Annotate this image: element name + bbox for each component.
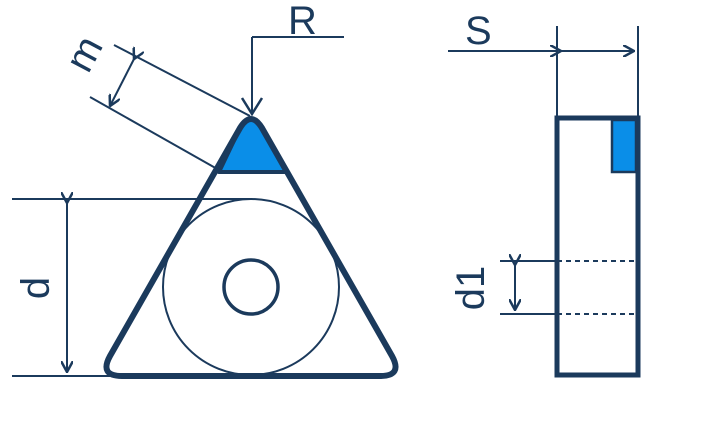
m-dimension-line [110,59,134,106]
m-label: m [57,29,111,79]
s-label: S [465,9,492,53]
side-cutting-edge [610,118,638,174]
m-extension-line-top [113,44,251,117]
triangle-insert-outline [103,116,399,379]
side-view-body [554,115,641,378]
r-arrow-head [240,97,264,117]
d-label: d [14,277,58,299]
r-label: R [288,0,317,43]
inscribed-circle [162,198,340,376]
m-extension-line-bottom [89,96,220,171]
center-hole [222,258,280,316]
d1-label: d1 [449,266,493,311]
